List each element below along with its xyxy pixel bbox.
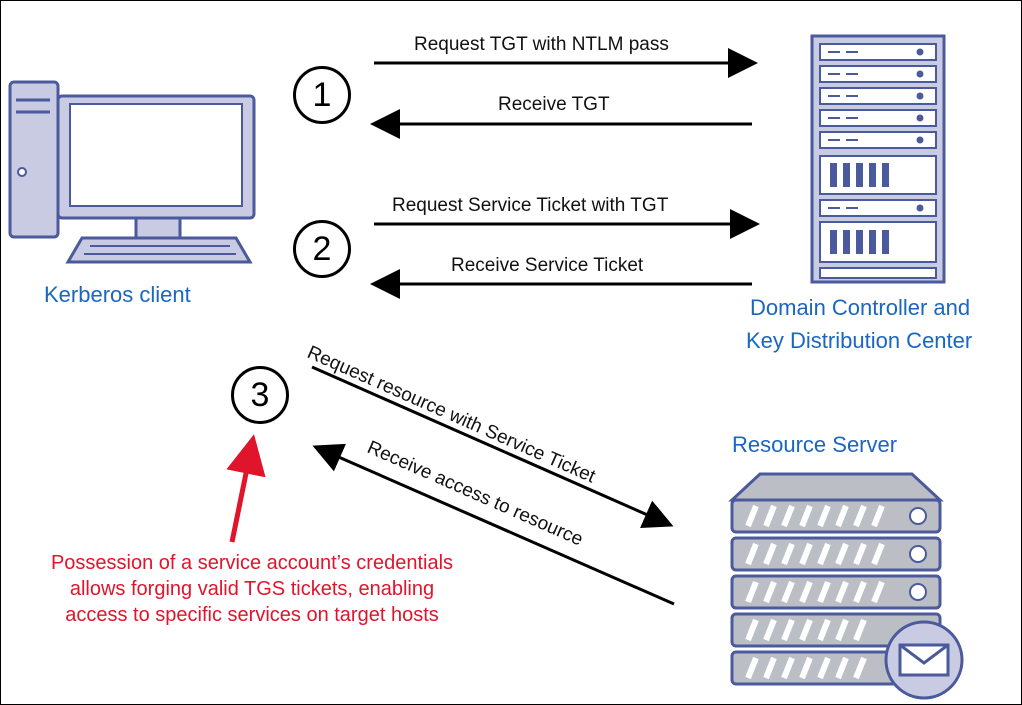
label-domain-controller: Domain Controller and — [750, 295, 971, 320]
callout-line-3: access to specific services on target ho… — [65, 604, 439, 626]
step-3-number: 3 — [250, 376, 270, 414]
mail-icon — [884, 620, 964, 700]
arrow-receive-access — [312, 443, 675, 606]
callout-arrow — [226, 434, 266, 543]
resource-server-stack-icon — [728, 472, 944, 686]
computer-icon — [8, 80, 256, 264]
callout-line-2: allows forging valid TGS tickets, enabli… — [69, 578, 435, 600]
label-request-tgt: Request TGT with NTLM pass — [414, 34, 669, 55]
step-1-circle: 1 — [293, 66, 351, 124]
step-2-number: 2 — [312, 230, 332, 268]
step-1-number: 1 — [312, 76, 332, 114]
callout-line-1: Possession of a service account’s creden… — [50, 552, 454, 574]
label-receive-tgt: Receive TGT — [498, 94, 610, 115]
arrow-request-resource — [311, 365, 674, 529]
label-resource-server: Resource Server — [732, 432, 898, 457]
label-key-distribution-center: Key Distribution Center — [746, 328, 973, 353]
label-kerberos-client: Kerberos client — [44, 282, 191, 307]
step-2-circle: 2 — [293, 220, 351, 278]
callout-text: Possession of a service account’s creden… — [2, 550, 502, 628]
domain-controller-rack-icon — [810, 34, 946, 284]
step-3-circle: 3 — [231, 366, 289, 424]
label-receive-service-ticket: Receive Service Ticket — [451, 255, 644, 276]
label-request-service-ticket: Request Service Ticket with TGT — [392, 195, 669, 216]
